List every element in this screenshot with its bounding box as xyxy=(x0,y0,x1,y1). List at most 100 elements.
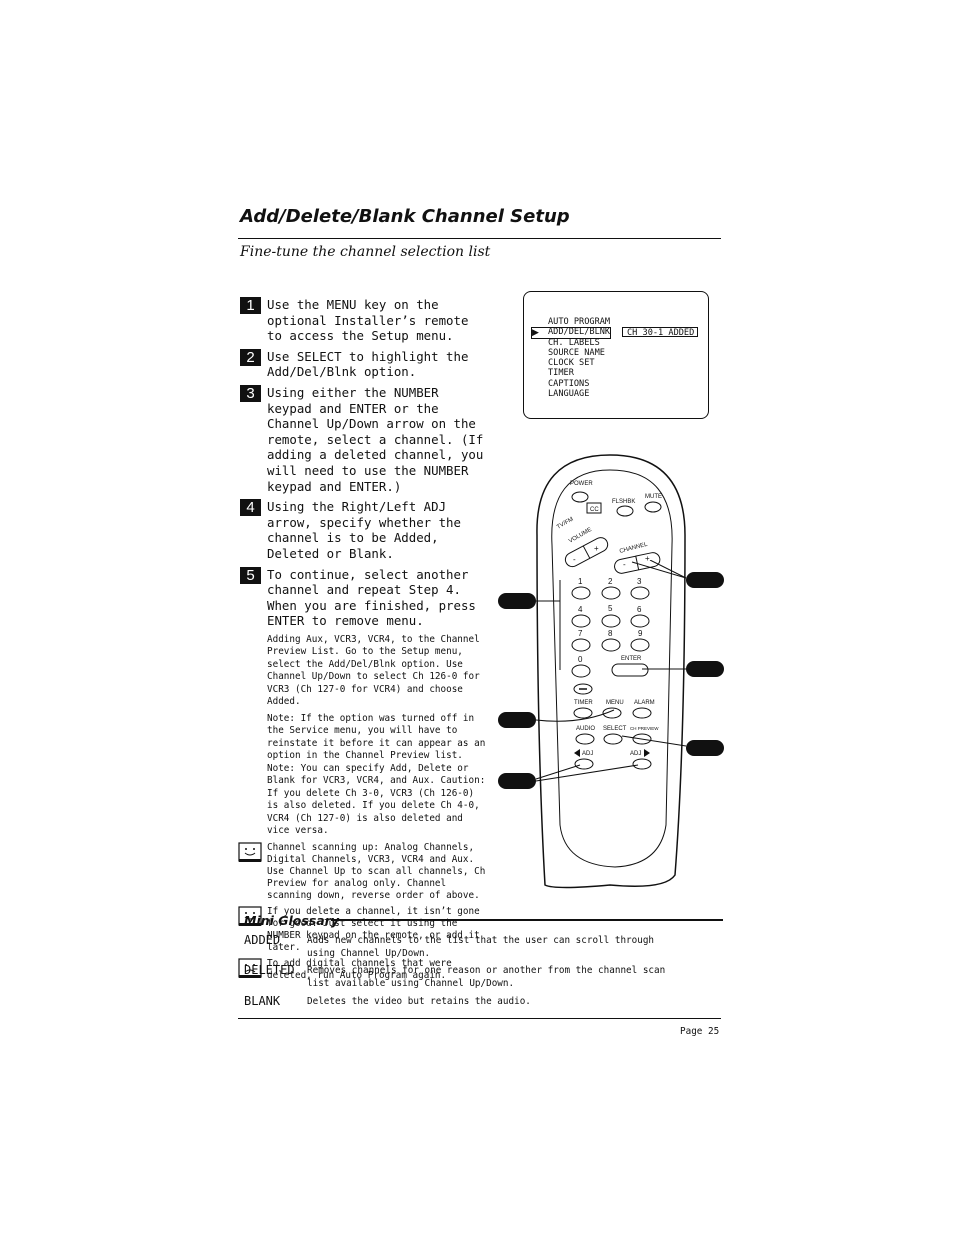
step-text: Using the Right/Left ADJ arrow, specify … xyxy=(267,499,461,561)
number-keypad: 1 2 3 4 5 6 7 8 9 0 xyxy=(571,577,650,678)
adj-right-label: ADJ xyxy=(630,751,641,757)
tip-deleted: If you delete a channel, it isn’t gone f… xyxy=(238,906,488,954)
audio-button[interactable] xyxy=(575,733,595,745)
menu-item-timer[interactable]: TIMER xyxy=(548,368,574,379)
digit-4-button[interactable] xyxy=(571,614,591,628)
ch-preview-label: CH PREVIEW xyxy=(630,726,659,731)
digit-label-1: 1 xyxy=(578,577,583,586)
menu-item-captions[interactable]: CAPTIONS xyxy=(548,378,590,389)
callout-menu xyxy=(498,712,536,728)
volume-rocker[interactable] xyxy=(563,535,610,569)
power-label: POWER xyxy=(570,481,593,487)
menu-item-ch-labels[interactable]: CH. LABELS xyxy=(548,337,600,348)
tip-scanning: Channel scanning up: Analog Channels, Di… xyxy=(238,841,488,902)
digit-label-8: 8 xyxy=(608,629,613,638)
menu-item-auto-program[interactable]: AUTO PROGRAM xyxy=(548,317,611,327)
step-1: 1 Use the MENU key on the optional Instal… xyxy=(240,297,488,344)
adj-left-button[interactable] xyxy=(574,758,594,770)
glossary-term-added: ADDED xyxy=(244,933,281,947)
callout-enter xyxy=(686,661,724,677)
timer-button[interactable] xyxy=(573,707,593,719)
select-label: SELECT xyxy=(603,726,627,732)
tip-digital: To add digital channels that were delete… xyxy=(238,957,488,982)
steps-column: 1 Use the MENU key on the optional Instal… xyxy=(238,297,488,982)
menu-pointer-icon: ▶ xyxy=(532,328,539,338)
callout-select xyxy=(686,740,724,756)
callouts xyxy=(498,560,724,789)
step-text: Use SELECT to highlight the Add/Del/Blnk… xyxy=(267,348,469,380)
select-button[interactable] xyxy=(603,733,623,745)
tip-text: To add digital channels that were delete… xyxy=(267,957,452,981)
adj-right-button[interactable] xyxy=(632,758,652,770)
alarm-label: ALARM xyxy=(634,700,655,706)
happy-tv-icon xyxy=(238,842,262,862)
menu-item-language[interactable]: LANGUAGE xyxy=(548,389,590,400)
digit-6-button[interactable] xyxy=(630,614,650,628)
digit-3-button[interactable] xyxy=(630,586,650,600)
glossary-rule xyxy=(331,919,723,921)
callout-channel xyxy=(686,572,724,588)
mute-button[interactable] xyxy=(644,501,662,513)
channel-rocker[interactable] xyxy=(613,551,661,574)
digit-2-button[interactable] xyxy=(601,586,621,600)
flshbk-button[interactable] xyxy=(616,505,634,517)
menu-status-box: CH 30-1 ADDED xyxy=(622,327,698,338)
audio-label: AUDIO xyxy=(576,726,595,732)
happy-tv-icon xyxy=(238,906,262,926)
channel-minus: - xyxy=(623,560,626,569)
step-3: 3 Using either the NUMBER keypad and ENTE… xyxy=(240,384,488,494)
digit-9-button[interactable] xyxy=(630,638,650,652)
digit-0-button[interactable] xyxy=(571,664,591,678)
alarm-button[interactable] xyxy=(632,707,652,719)
digit-label-5: 5 xyxy=(608,604,613,613)
callout-keypad xyxy=(498,593,536,609)
power-button[interactable] xyxy=(571,491,589,503)
page-number: Page 25 xyxy=(680,1026,720,1037)
glossary-def-added: Adds new channels to the list that the u… xyxy=(307,935,655,959)
glossary-def-blank: Deletes the video but retains the audio. xyxy=(307,996,531,1007)
step-number: 4 xyxy=(240,499,261,517)
remote-illustration: POWER FLSHBK MUTE TV/FM CC VOLUME - + CH… xyxy=(536,454,686,889)
callout-adj xyxy=(498,773,536,789)
title-rule xyxy=(238,238,721,239)
digit-label-2: 2 xyxy=(608,577,613,586)
page-title: Add/Delete/Blank Channel Setup xyxy=(240,206,570,227)
adj-right-arrow-icon xyxy=(644,749,650,757)
step-number: 1 xyxy=(240,297,261,314)
step-text: Using either the NUMBER keypad and ENTER… xyxy=(267,384,484,494)
cc-label: CC xyxy=(590,507,599,513)
digit-label-4: 4 xyxy=(578,605,583,614)
sad-tv-icon xyxy=(238,958,262,978)
page-subtitle: Fine-tune the channel selection list xyxy=(240,244,491,260)
menu-button[interactable] xyxy=(602,707,622,719)
digit-5-button[interactable] xyxy=(601,614,621,628)
glossary-term-blank: BLANK xyxy=(244,994,281,1008)
digit-7-button[interactable] xyxy=(571,638,591,652)
digit-label-6: 6 xyxy=(637,605,642,614)
channel-plus: + xyxy=(645,554,650,563)
timer-label: TIMER xyxy=(574,700,593,706)
setup-menu-list: AUTO PROGRAM ADD/DEL/BLNK CH. LABELS SOU… xyxy=(548,317,610,399)
digit-8-button[interactable] xyxy=(601,638,621,652)
menu-item-add-del-blnk[interactable]: ADD/DEL/BLNK xyxy=(548,327,611,338)
adj-left-label: ADJ xyxy=(582,751,593,757)
step-text: Use the MENU key on the optional Install… xyxy=(267,297,469,344)
digit-1-button[interactable] xyxy=(571,586,591,600)
enter-button[interactable] xyxy=(611,663,649,677)
volume-plus: + xyxy=(594,544,599,553)
tip-text: Channel scanning up: Analog Channels, Di… xyxy=(267,841,486,901)
menu-item-clock-set[interactable]: CLOCK SET xyxy=(548,358,595,369)
adj-left-arrow-icon xyxy=(574,749,580,757)
cc-button[interactable] xyxy=(586,502,602,514)
glossary-title: Mini Glossary xyxy=(244,913,340,928)
step-number: 3 xyxy=(240,384,261,402)
mute-label: MUTE xyxy=(645,494,662,500)
menu-item-source-name[interactable]: SOURCE NAME xyxy=(548,347,605,358)
flshbk-label: FLSHBK xyxy=(612,499,635,505)
enter-label: ENTER xyxy=(621,656,642,662)
menu-label: MENU xyxy=(606,700,624,706)
digit-label-3: 3 xyxy=(637,577,642,586)
digit-label-7: 7 xyxy=(578,629,583,638)
